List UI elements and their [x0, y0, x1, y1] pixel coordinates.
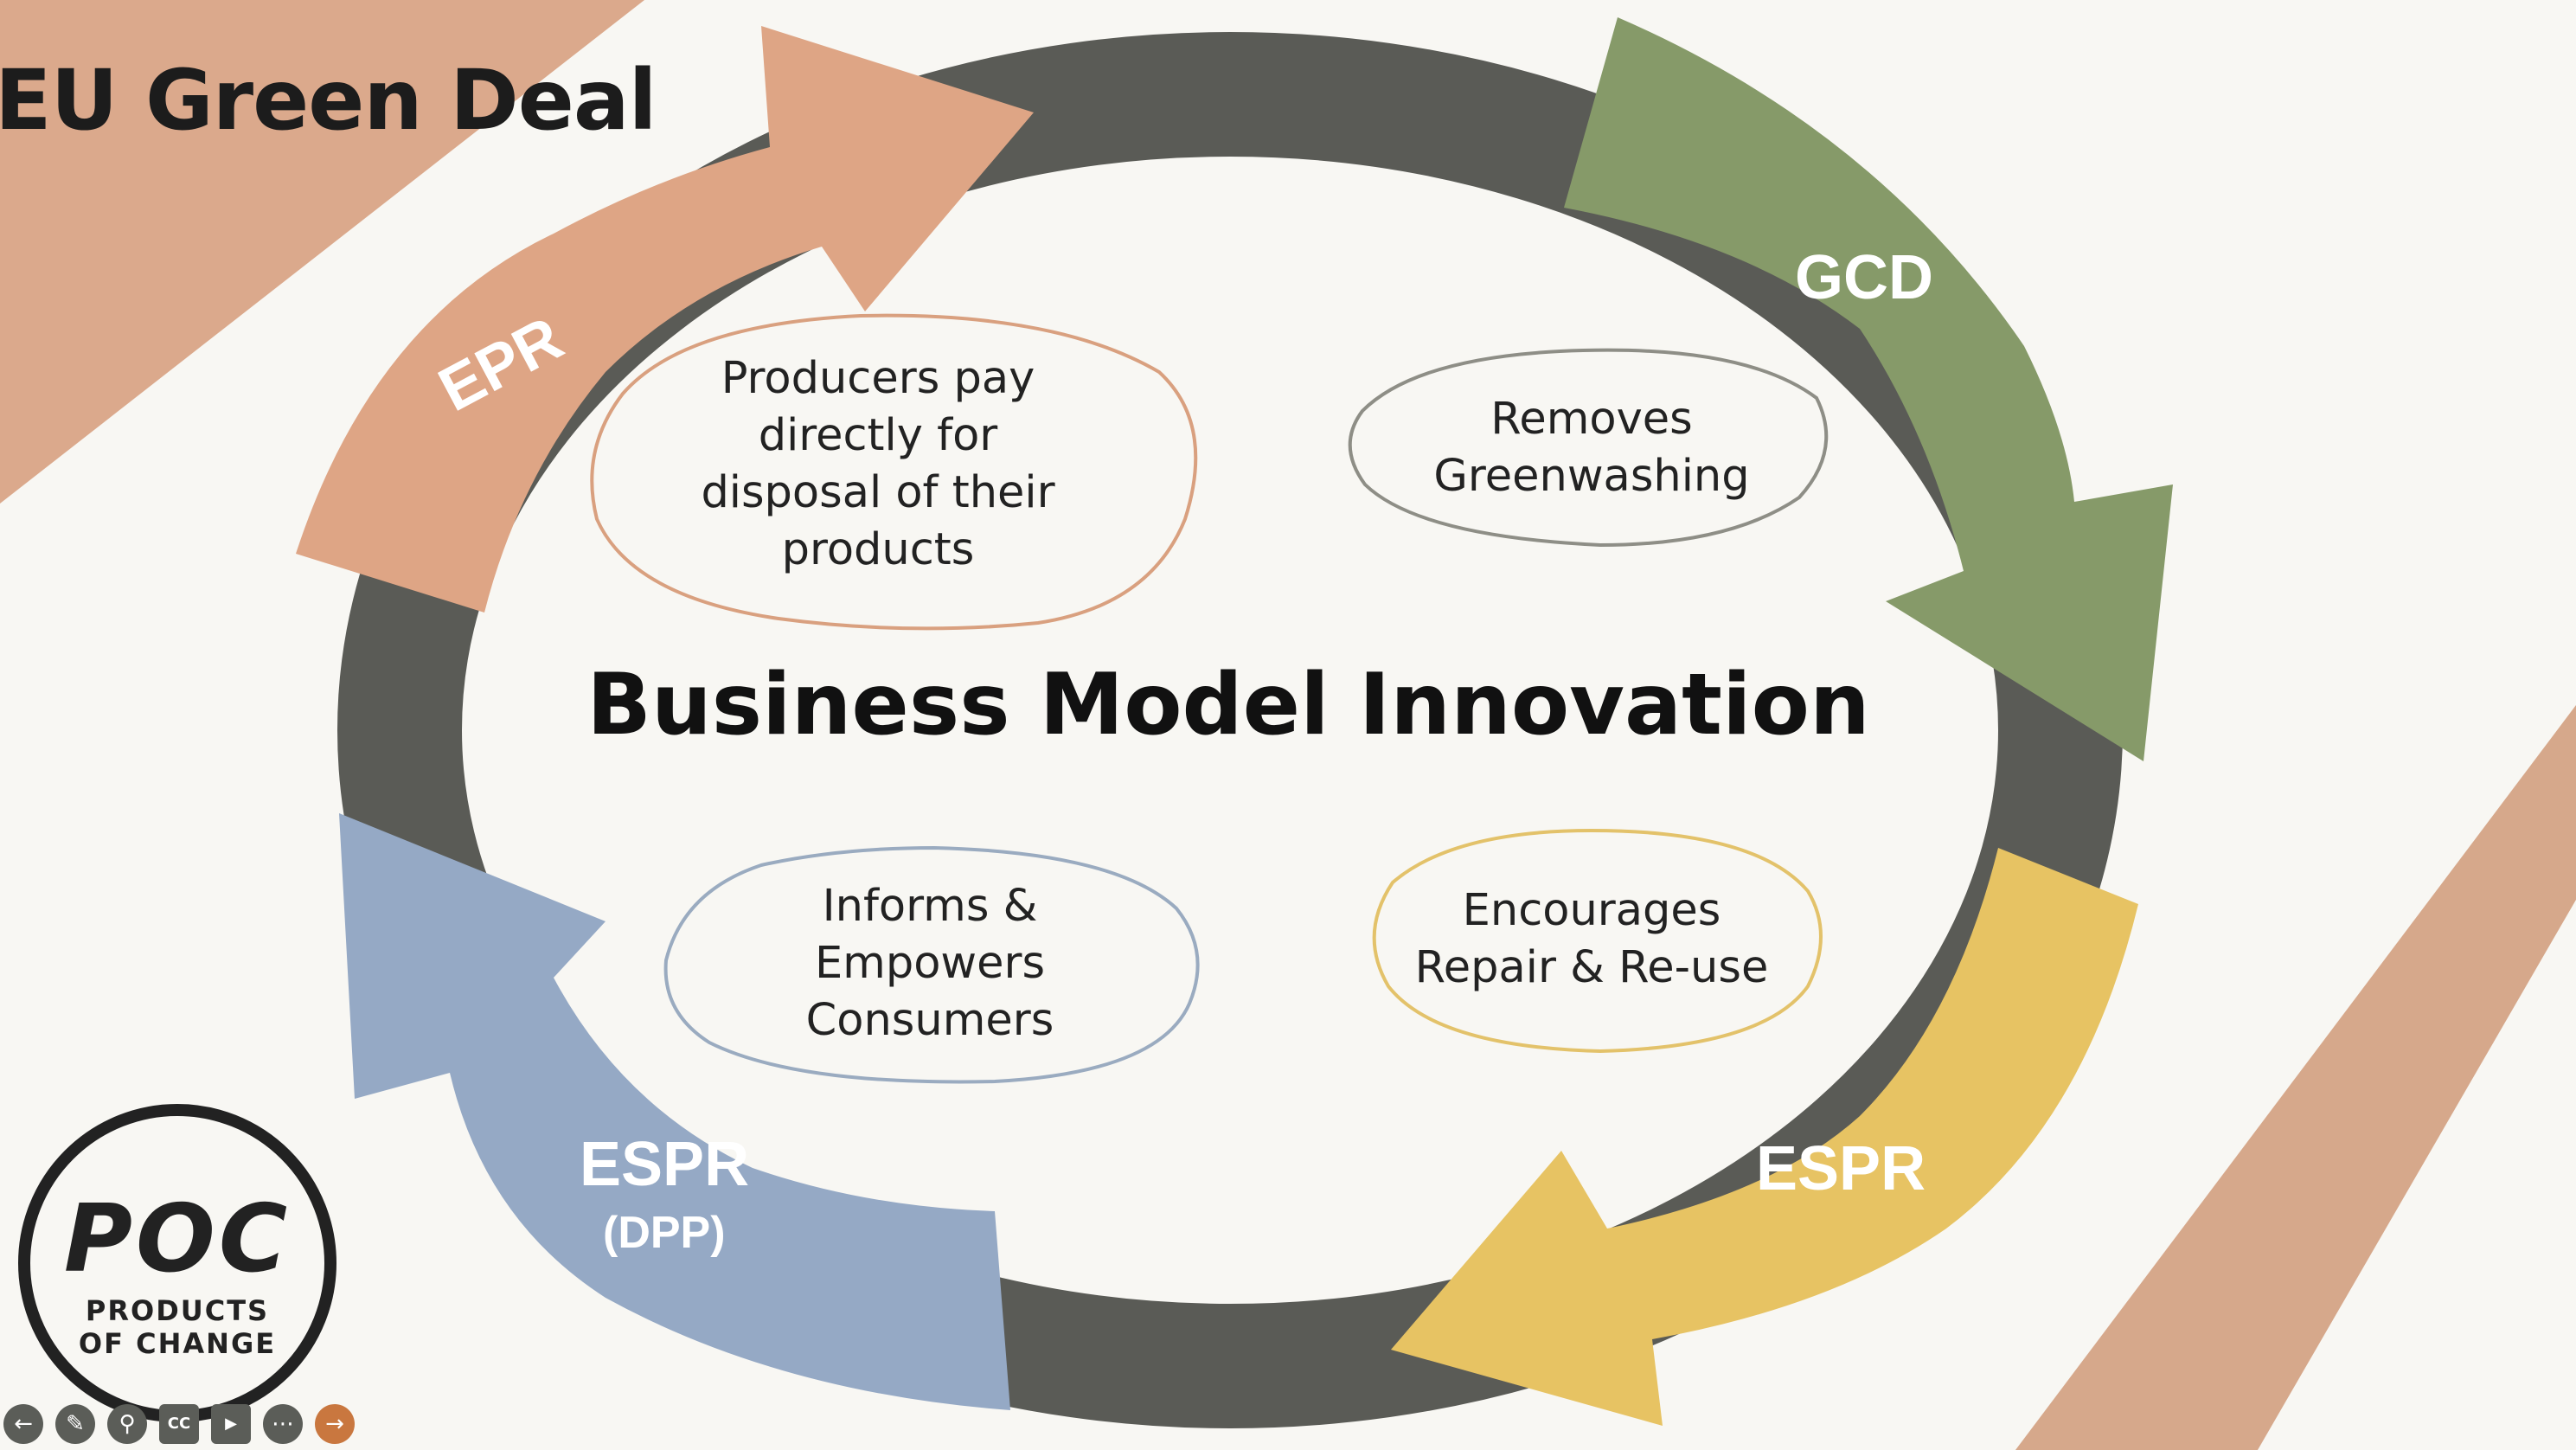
- bottom-right-band: [2015, 705, 2576, 1450]
- bubble-line: disposal of their: [701, 467, 1055, 518]
- logo-line-1: PRODUCTS: [85, 1294, 270, 1327]
- bubble-line: Removes: [1490, 394, 1693, 445]
- epr-arrow: [296, 26, 1034, 613]
- more-icon[interactable]: ⋯: [263, 1404, 303, 1444]
- bubble-espr-dpp-outline: [663, 845, 1200, 1084]
- espr-arrow: [1391, 848, 2138, 1426]
- presentation-toolbar: ← ✎ ⚲ CC ▶ ⋯ →: [3, 1403, 355, 1445]
- bubble-line: Informs &: [822, 881, 1038, 932]
- video-icon[interactable]: ▶: [211, 1404, 251, 1444]
- bubble-espr-dpp-text: Informs & Empowers Consumers: [718, 878, 1142, 1049]
- espr-label: ESPR: [1756, 1134, 1926, 1203]
- bubble-line: Greenwashing: [1433, 451, 1750, 502]
- logo-line-2: OF CHANGE: [78, 1327, 277, 1360]
- bubble-epr-outline: [590, 313, 1198, 631]
- slide-title: EU Green Deal: [0, 52, 657, 149]
- pen-icon[interactable]: ✎: [55, 1404, 95, 1444]
- bubble-line: Producers pay: [721, 353, 1035, 404]
- zoom-icon[interactable]: ⚲: [107, 1404, 147, 1444]
- cycle-ring: [337, 32, 2123, 1428]
- captions-icon[interactable]: CC: [159, 1404, 199, 1444]
- gcd-label: GCD: [1795, 243, 1933, 312]
- top-left-band: [0, 0, 644, 504]
- bubble-line: Consumers: [805, 995, 1054, 1046]
- espr-dpp-arrow: [339, 813, 1010, 1410]
- espr-dpp-label: ESPR: [580, 1130, 750, 1199]
- bubble-line: Repair & Re-use: [1414, 942, 1769, 993]
- back-icon[interactable]: ←: [3, 1404, 43, 1444]
- bubble-gcd-text: Removes Greenwashing: [1375, 391, 1808, 505]
- bubble-epr-text: Producers pay directly for disposal of t…: [649, 350, 1107, 579]
- gcd-arrow: [1564, 17, 2173, 761]
- bubble-line: products: [781, 524, 975, 575]
- next-icon[interactable]: →: [315, 1404, 355, 1444]
- bubble-line: Encourages: [1462, 885, 1721, 936]
- bubble-espr-outline: [1372, 828, 1823, 1054]
- center-title: Business Model Innovation: [586, 656, 1870, 754]
- bubble-line: Empowers: [814, 938, 1046, 989]
- bubble-espr-text: Encourages Repair & Re-use: [1375, 882, 1808, 997]
- logo-mark: POC: [63, 1185, 292, 1293]
- bubble-line: directly for: [758, 410, 998, 461]
- espr-dpp-sublabel: (DPP): [603, 1208, 726, 1258]
- bubble-gcd-outline: [1348, 348, 1829, 548]
